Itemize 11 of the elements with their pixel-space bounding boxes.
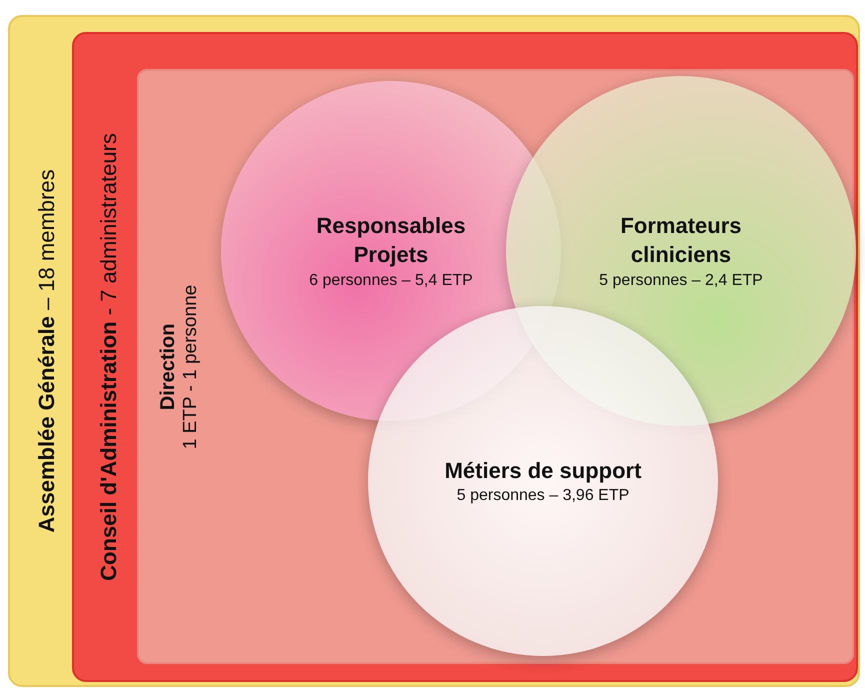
panel-title: Direction	[157, 323, 180, 410]
staff-count: 5 personnes – 2,4 ETP	[599, 272, 763, 290]
circle-title: Métiers de support	[444, 456, 642, 485]
panel-title: Conseil d'Administration - 7 administrateurs	[96, 133, 122, 581]
staff-count: 6 personnes – 5,4 ETP	[309, 272, 473, 290]
panel-title: Assemblée Générale – 18 membres	[34, 169, 60, 533]
staff-count: 5 personnes – 3,96 ETP	[456, 487, 630, 506]
direction-panel	[137, 69, 854, 664]
circle-title: Responsables Projets	[315, 212, 467, 269]
staff-count: 1 ETP - 1 personne	[180, 284, 202, 449]
circle-title: Formateurs cliniciens	[619, 212, 743, 269]
